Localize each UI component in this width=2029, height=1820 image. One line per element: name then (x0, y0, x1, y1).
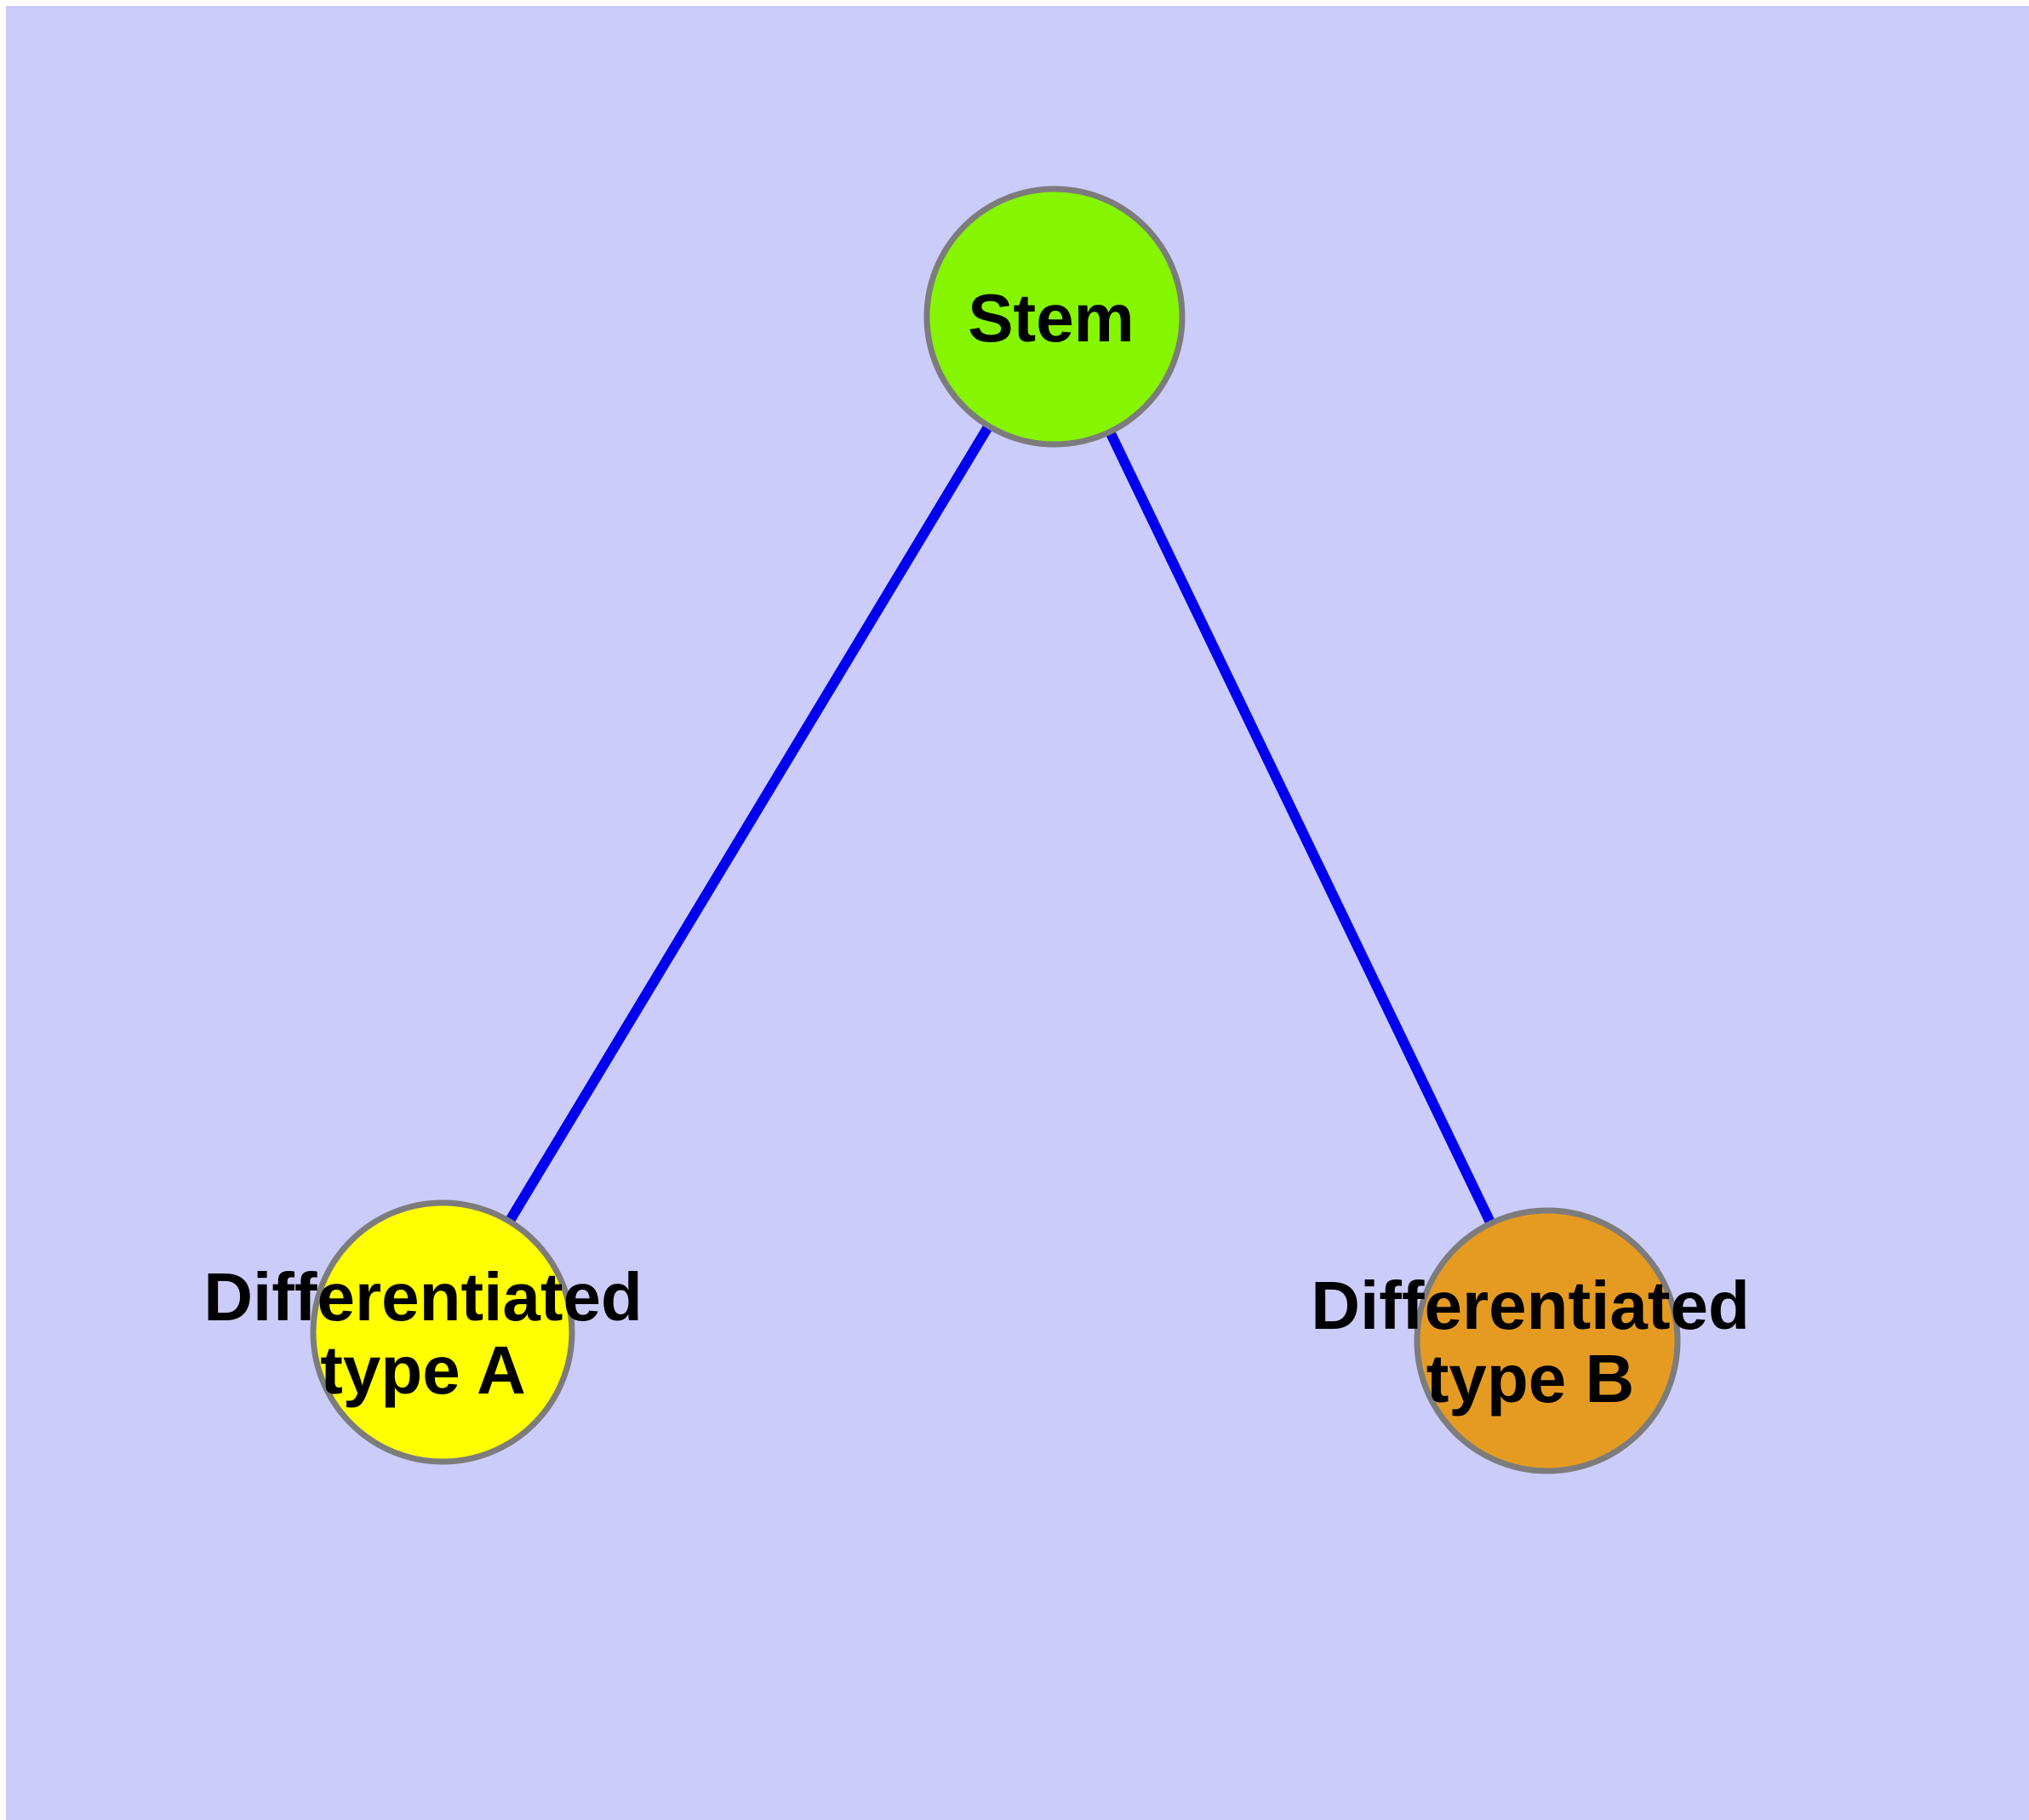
graph-edge (1049, 314, 1552, 1343)
node-label-line: type B (1426, 1341, 1635, 1417)
graph-node-diff_a[interactable] (310, 1199, 575, 1465)
graph-node-diff_b[interactable] (1414, 1207, 1681, 1474)
node-layer (310, 186, 1681, 1474)
edge-layer (437, 313, 1552, 1343)
node-label-line: type A (320, 1332, 526, 1408)
graph-node-stem[interactable] (923, 186, 1186, 448)
node-label-line: Differentiated (1311, 1268, 1750, 1343)
node-label-line: Differentiated (203, 1259, 643, 1335)
graph-edge (437, 313, 1060, 1336)
node-label-stem: Stem (968, 280, 1135, 356)
node-label-line: Stem (968, 280, 1135, 356)
